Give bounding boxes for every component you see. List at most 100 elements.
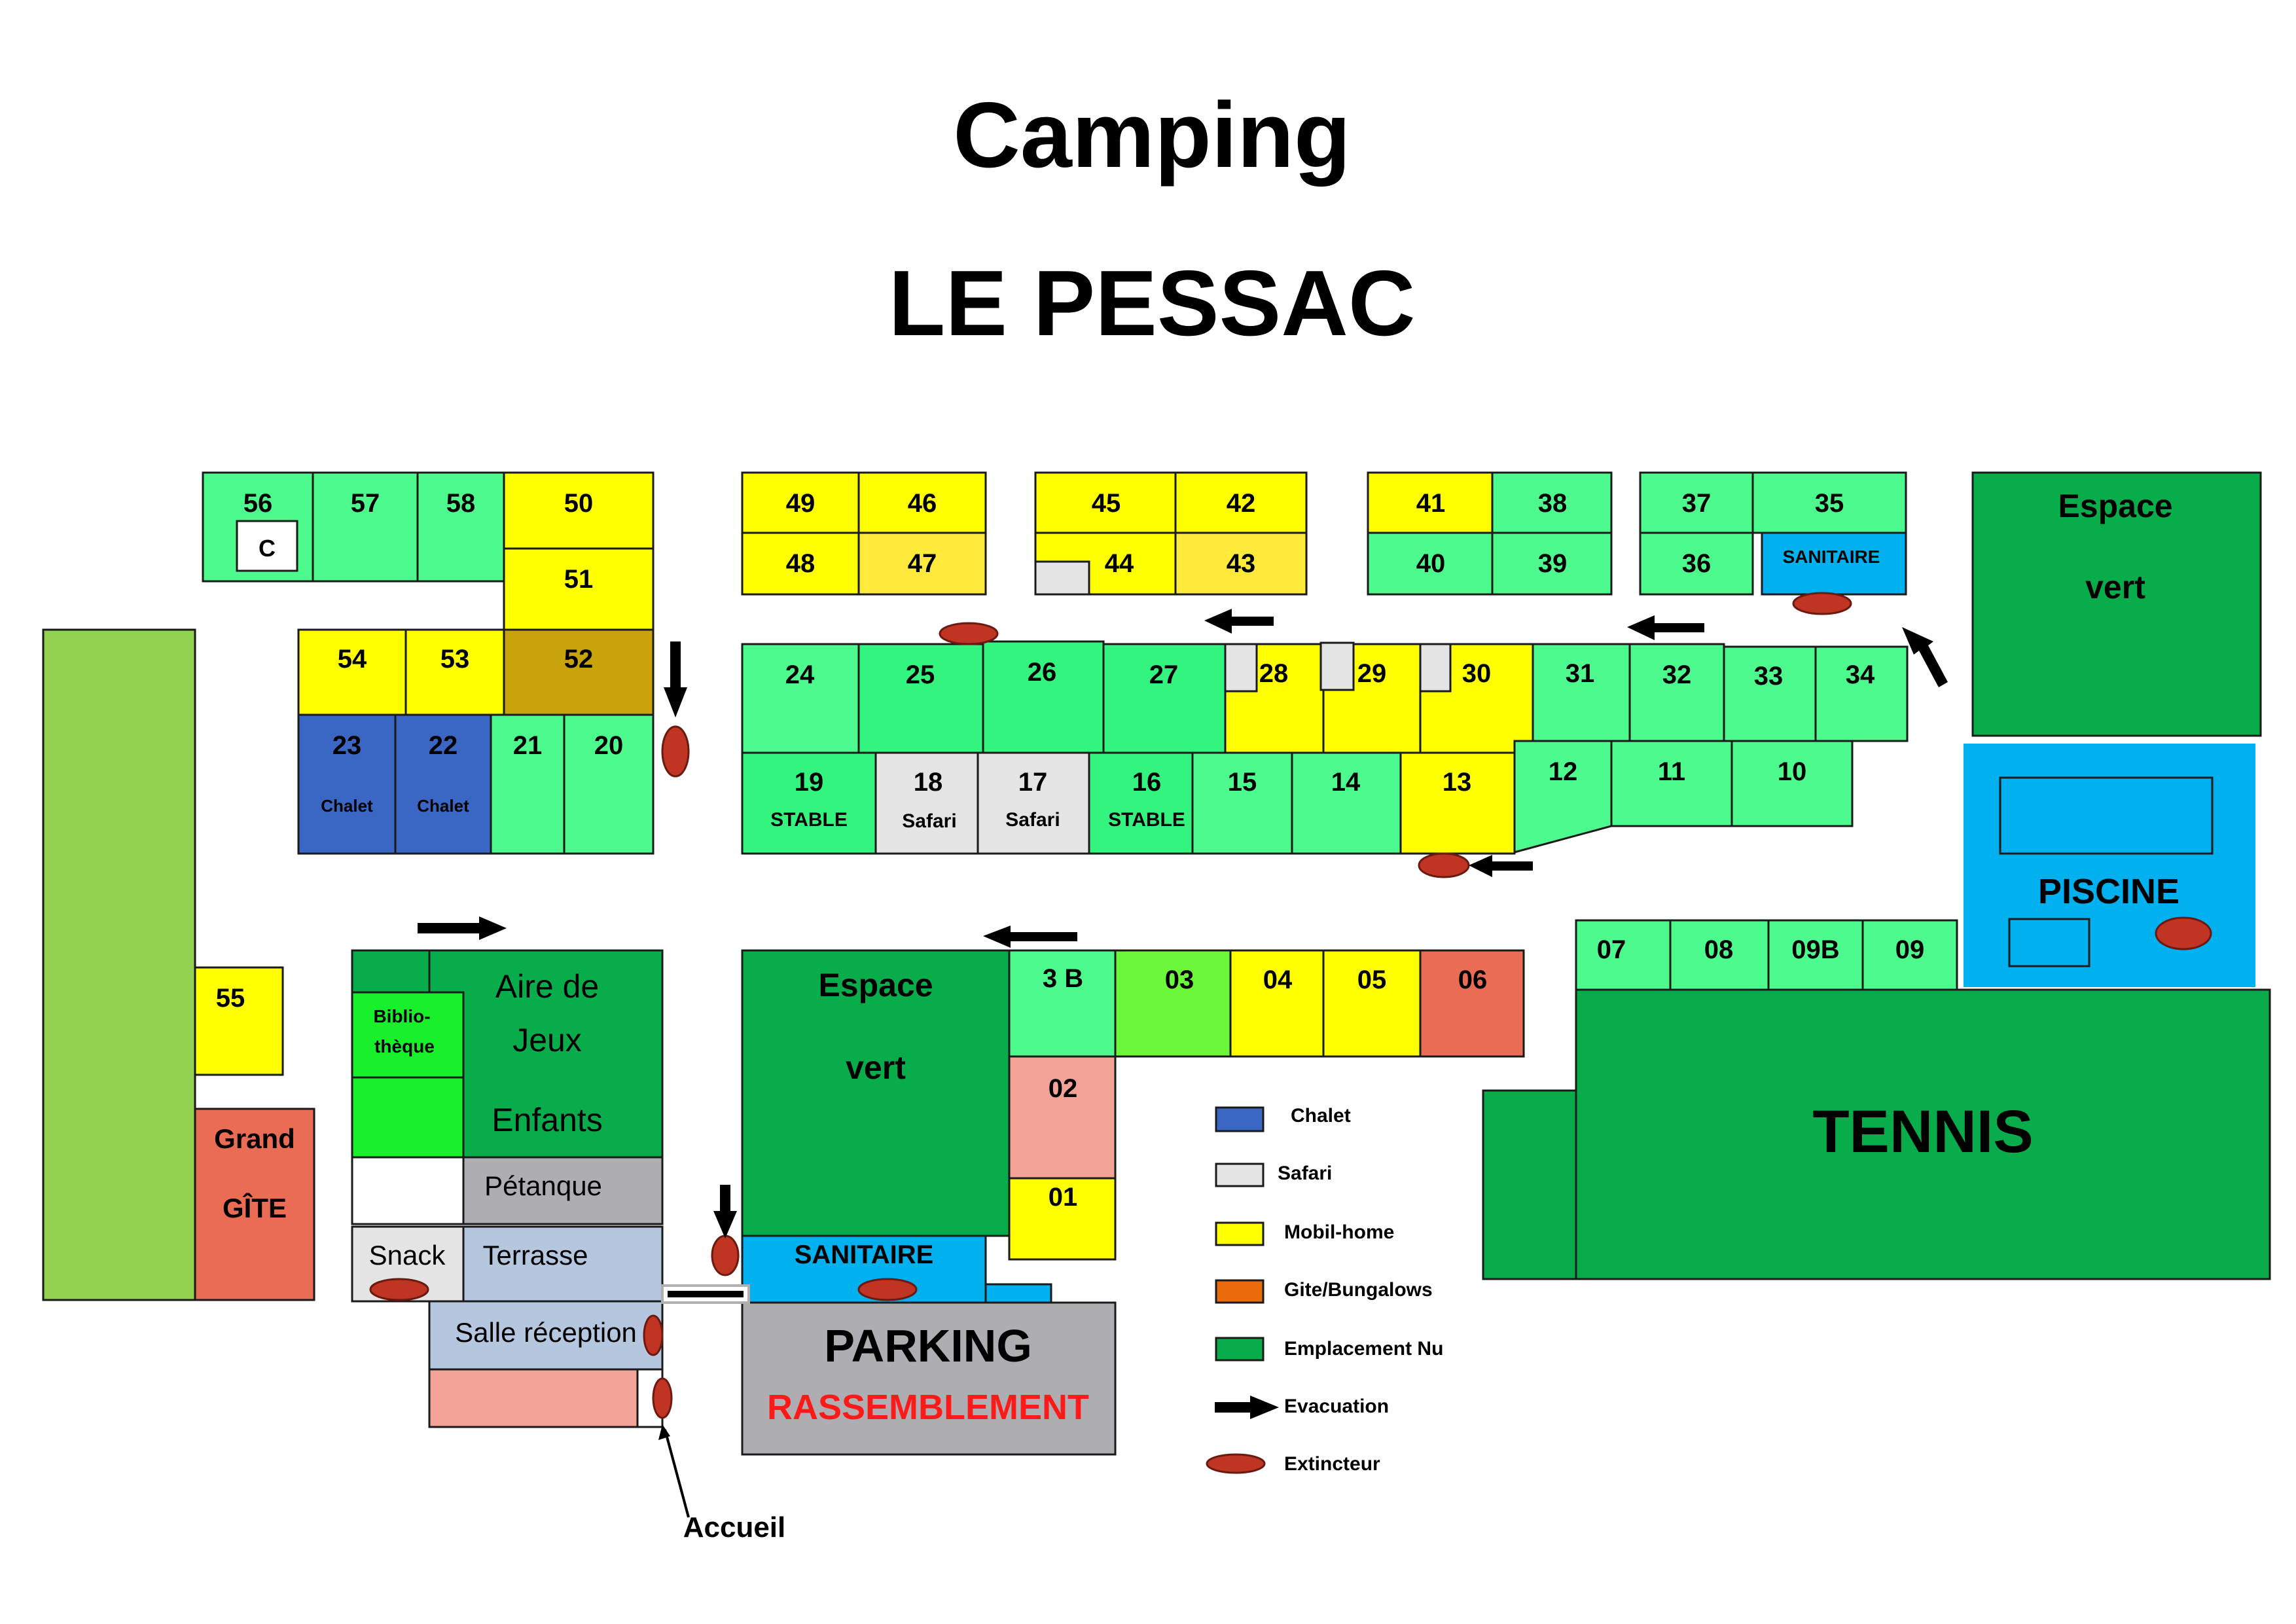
plot-42[interactable]	[1174, 471, 1308, 534]
plot-23[interactable]	[297, 713, 397, 855]
plot-02-label: 02	[1049, 1074, 1078, 1103]
plot-55[interactable]	[194, 966, 284, 1076]
plot-39[interactable]	[1491, 532, 1613, 596]
espace-vert-center-line2: vert	[846, 1049, 906, 1086]
plot-30-label: 30	[1462, 659, 1492, 688]
sanitaire-bottom[interactable]	[741, 1235, 987, 1305]
grand-gite[interactable]	[194, 1108, 315, 1301]
plot-32[interactable]	[1628, 643, 1725, 742]
plot-31[interactable]	[1532, 643, 1631, 742]
plot-46-label: 46	[908, 489, 937, 518]
plot-06[interactable]	[1419, 949, 1525, 1058]
petanque[interactable]	[462, 1156, 664, 1225]
evacuation-arrow-icon	[983, 926, 1077, 948]
plot-57[interactable]	[312, 471, 419, 583]
legend: Chalet Safari Mobil-home Gite/Bungalows …	[1206, 1105, 1443, 1475]
plot-21[interactable]	[490, 713, 565, 855]
plot-03[interactable]	[1114, 949, 1232, 1058]
title-camping: Camping	[953, 83, 1350, 187]
plot-3b[interactable]	[1008, 949, 1117, 1058]
plot-19-label: 19	[795, 768, 824, 797]
plot-21-label: 21	[513, 731, 543, 760]
plot-3b-label: 3 B	[1043, 964, 1083, 993]
plot-56-label: 56	[243, 489, 273, 518]
plot-08-label: 08	[1704, 935, 1734, 964]
rassemblement-label: RASSEMBLEMENT	[767, 1388, 1089, 1427]
parking-label: PARKING	[824, 1320, 1032, 1371]
plot-07[interactable]	[1575, 919, 1672, 991]
plot-39-label: 39	[1538, 549, 1568, 578]
plot-58[interactable]	[416, 471, 505, 583]
plot-10[interactable]	[1731, 740, 1854, 827]
plot-05[interactable]	[1322, 949, 1422, 1058]
plot-47[interactable]	[857, 532, 987, 596]
plot-48[interactable]	[741, 532, 860, 596]
tennis-side[interactable]	[1482, 1089, 1577, 1280]
evacuation-arrow-icon	[1469, 855, 1533, 877]
extinguisher-icon	[857, 1278, 918, 1301]
tennis[interactable]	[1575, 988, 2271, 1280]
plot-16-type: STABLE	[1108, 809, 1185, 831]
middle-row-lower: 19 STABLE 18 Safari 17 Safari 16 STABLE …	[741, 740, 1854, 855]
plot-08[interactable]	[1669, 919, 1770, 991]
plot-06-label: 06	[1458, 965, 1488, 994]
plot-04[interactable]	[1229, 949, 1325, 1058]
gate-bar-inner	[668, 1291, 744, 1297]
block-37-35: 37 35 36 SANITAIRE	[1639, 471, 1907, 596]
legend-gite-swatch	[1215, 1279, 1265, 1304]
plot-17-label: 17	[1018, 768, 1048, 797]
aire-jeux-line3: Enfants	[492, 1102, 603, 1138]
plot-02[interactable]	[1008, 1055, 1117, 1180]
plot-11-label: 11	[1658, 757, 1685, 786]
plot-57-label: 57	[351, 489, 380, 518]
tennis-label: TENNIS	[1812, 1098, 2033, 1165]
plot-33[interactable]	[1723, 645, 1817, 742]
sanitaire-top[interactable]	[1761, 532, 1907, 596]
plot-16[interactable]	[1088, 751, 1194, 855]
plot-01[interactable]	[1008, 1177, 1117, 1261]
bright-green-box	[351, 1076, 465, 1159]
plot-18[interactable]	[874, 751, 979, 855]
plot-27[interactable]	[1102, 643, 1227, 754]
plot-37[interactable]	[1639, 471, 1754, 534]
plot-31-label: 31	[1566, 659, 1595, 688]
legend-emplacement-label: Emplacement Nu	[1284, 1338, 1443, 1360]
plot-46[interactable]	[857, 471, 987, 534]
plot-49-label: 49	[786, 489, 816, 518]
plot-09b[interactable]	[1767, 919, 1864, 991]
plot-15[interactable]	[1191, 751, 1293, 855]
plot-45[interactable]	[1034, 471, 1177, 534]
plot-24-label: 24	[785, 660, 815, 689]
terrasse[interactable]	[462, 1225, 664, 1303]
plot-34[interactable]	[1814, 645, 1909, 742]
plot-13[interactable]	[1399, 751, 1516, 855]
aire-jeux-line2: Jeux	[512, 1022, 582, 1058]
c-box	[236, 520, 298, 572]
plot-50[interactable]	[503, 471, 655, 550]
plot-09[interactable]	[1861, 919, 1958, 991]
evacuation-arrow-icon	[418, 916, 507, 940]
plot-13-label: 13	[1443, 768, 1472, 797]
block-45-42: 45 42 44 43	[1034, 471, 1308, 596]
plot-35[interactable]	[1751, 471, 1907, 534]
plot-49[interactable]	[741, 471, 860, 534]
arrow-icon	[1215, 1396, 1279, 1419]
plot-43[interactable]	[1174, 532, 1308, 596]
aire-jeux-block: Biblio- thèque Aire de Jeux Enfants Péta…	[351, 949, 750, 1428]
plot-03-label: 03	[1165, 965, 1194, 994]
parking[interactable]	[741, 1301, 1117, 1456]
plot-36[interactable]	[1639, 532, 1754, 596]
plot-19[interactable]	[741, 751, 877, 855]
plot-32-label: 32	[1662, 660, 1692, 689]
plot-51-label: 51	[564, 565, 594, 594]
plot-20[interactable]	[563, 713, 655, 855]
center-bottom: Espace vert 3 B 03 04 05 06 02 01 SANITA…	[741, 949, 1525, 1456]
plot-36-label: 36	[1682, 549, 1712, 578]
espace-vert-top[interactable]	[1971, 471, 2262, 737]
bibliotheque[interactable]	[351, 991, 465, 1079]
ellipse-icon	[1206, 1453, 1266, 1474]
plot-14[interactable]	[1291, 751, 1402, 855]
plot-41-label: 41	[1416, 489, 1446, 518]
plot-53[interactable]	[404, 628, 505, 716]
evacuation-arrows	[418, 609, 1948, 1238]
